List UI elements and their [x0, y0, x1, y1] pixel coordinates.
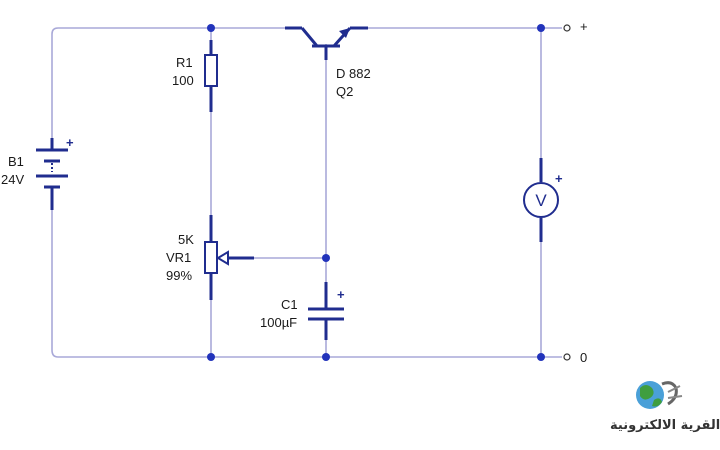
terminal-positive	[563, 24, 571, 32]
capacitor-name: C1	[281, 297, 298, 312]
junction-dot	[322, 353, 330, 361]
transistor-q2: D 882 Q2	[285, 26, 371, 99]
capacitor-c1: + C1 100µF	[260, 282, 345, 340]
pot-value: 5K	[178, 232, 194, 247]
resistor-name: R1	[176, 55, 193, 70]
potentiometer-vr1: 5K VR1 99%	[166, 215, 254, 300]
pot-name: VR1	[166, 250, 191, 265]
battery-b1: + B1 24V	[1, 135, 74, 210]
pot-wiper-arrow-icon	[216, 250, 229, 266]
battery-name: B1	[8, 154, 24, 169]
pot-body	[204, 241, 218, 274]
pot-setting: 99%	[166, 268, 192, 283]
junction-dot	[322, 254, 330, 262]
junction-dot	[207, 24, 215, 32]
resistor-r1: R1 100	[172, 40, 218, 112]
battery-value: 24V	[1, 172, 24, 187]
battery-bottom-wire	[51, 188, 541, 358]
logo-text: القرية الالكترونية	[610, 418, 720, 433]
transistor-part: D 882	[336, 66, 371, 81]
junctions	[207, 24, 545, 361]
collector-line	[300, 27, 319, 47]
battery-plus-sign: +	[66, 135, 74, 150]
voltmeter-circle	[523, 182, 559, 218]
wires	[51, 27, 562, 358]
terminal-ground-label: 0	[580, 350, 587, 365]
capacitor-plus-sign: +	[337, 287, 345, 302]
terminal-ground	[563, 353, 571, 361]
junction-dot	[207, 353, 215, 361]
voltmeter-plus-sign: +	[555, 171, 563, 186]
resistor-value: 100	[172, 73, 194, 88]
resistor-body	[204, 54, 218, 87]
junction-dot	[537, 353, 545, 361]
junction-dot	[537, 24, 545, 32]
emitter-arrow-icon	[339, 28, 350, 38]
output-terminals: + 0	[563, 19, 588, 365]
transistor-name: Q2	[336, 84, 353, 99]
globe-logo-icon	[636, 381, 683, 409]
voltmeter-symbol: V	[535, 191, 547, 210]
top-left-wire	[51, 27, 290, 150]
terminal-positive-label: +	[580, 19, 588, 34]
capacitor-value: 100µF	[260, 315, 297, 330]
voltmeter: V +	[523, 158, 563, 242]
